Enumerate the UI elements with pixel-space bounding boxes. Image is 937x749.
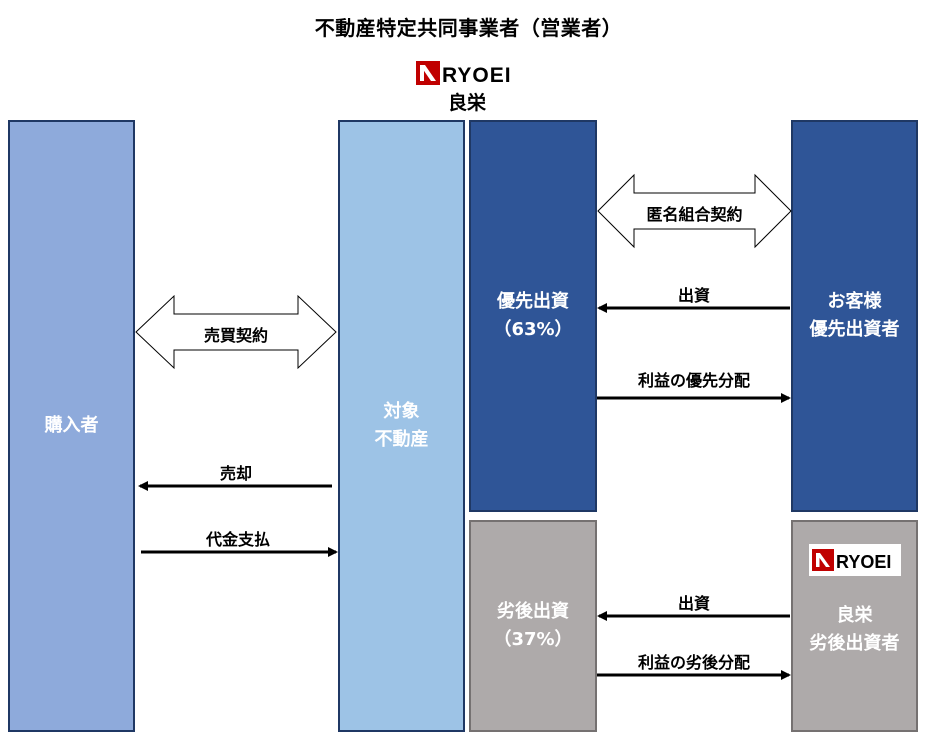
silent-partnership-arrow <box>597 173 792 249</box>
property-label-line2: 不動産 <box>374 429 429 450</box>
priority-investment-arrow-label: 出資 <box>677 286 710 305</box>
ryoei-logo: RYOEI <box>416 61 512 87</box>
subordinated-investment-label: 劣後出資 <box>497 601 569 623</box>
customer-label: お客様 <box>827 291 882 313</box>
box-logo-text: RYOEI <box>836 552 891 572</box>
customer-investor-box: お客様 優先出資者 <box>791 120 918 512</box>
ryoei-name-label: 良栄 <box>836 605 873 626</box>
subordinated-investor-label: 劣後出資者 <box>809 632 900 654</box>
company-name: 良栄 <box>447 92 486 114</box>
sales-contract-arrow <box>135 294 337 370</box>
subordinated-profit-label: 利益の劣後分配 <box>637 653 750 672</box>
priority-investment-share: （63%） <box>493 319 573 340</box>
subordinated-investment-share: （37%） <box>493 629 573 650</box>
priority-investment-box: 優先出資 （63%） <box>469 120 597 512</box>
sale-label: 売却 <box>219 464 252 483</box>
diagram-title: 不動産特定共同事業者（営業者） <box>314 16 623 40</box>
buyer-box: 購入者 <box>8 120 135 732</box>
priority-profit-label: 利益の優先分配 <box>637 371 750 390</box>
priority-investor-label: 優先出資者 <box>809 319 900 340</box>
buyer-label: 購入者 <box>44 415 99 437</box>
priority-investment-label: 優先出資 <box>497 291 569 313</box>
ryoei-investor-box: RYOEI 良栄 劣後出資者 <box>791 520 918 732</box>
subordinated-investment-arrow-label: 出資 <box>677 594 710 613</box>
ryoei-box-logo: RYOEI <box>809 544 901 576</box>
silent-partnership-label: 匿名組合契約 <box>646 205 743 224</box>
property-label-line1: 対象 <box>383 401 420 423</box>
property-box: 対象 不動産 <box>338 120 465 732</box>
payment-label: 代金支払 <box>205 530 270 549</box>
subordinated-investment-box: 劣後出資 （37%） <box>469 520 597 732</box>
sales-contract-label: 売買契約 <box>203 326 268 345</box>
logo-text: RYOEI <box>442 64 512 87</box>
